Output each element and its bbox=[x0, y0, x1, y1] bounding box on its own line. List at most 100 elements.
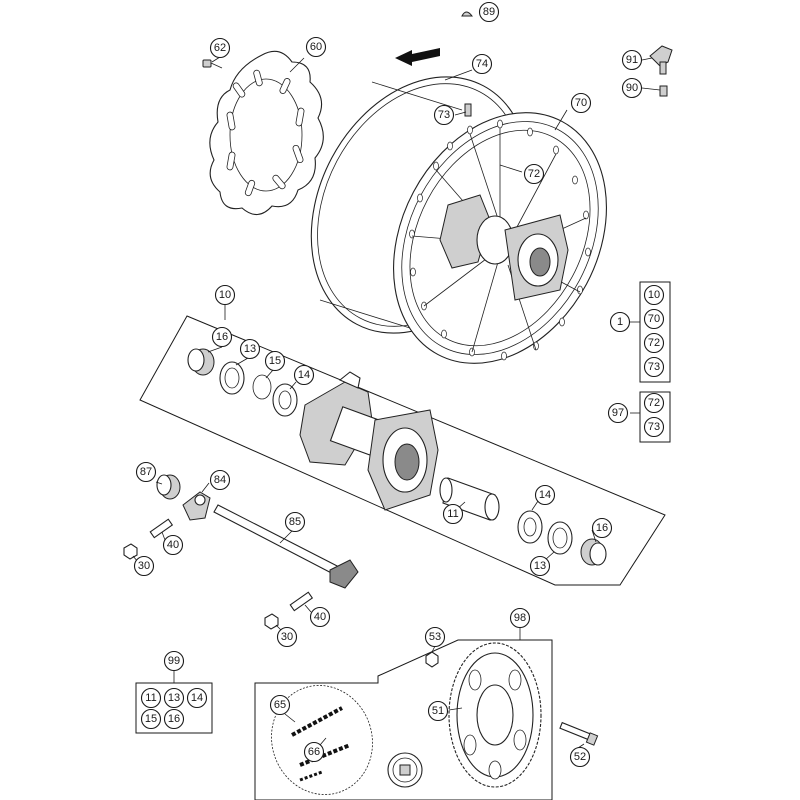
callout-98[interactable]: 98 bbox=[509, 607, 531, 629]
svg-text:74: 74 bbox=[476, 58, 488, 70]
svg-text:13: 13 bbox=[534, 560, 546, 572]
brake-disc bbox=[209, 50, 324, 216]
callout-14-left[interactable]: 14 bbox=[293, 364, 315, 386]
svg-text:15: 15 bbox=[269, 355, 281, 367]
spacer-sleeve-11 bbox=[439, 477, 500, 521]
svg-text:13: 13 bbox=[244, 343, 256, 355]
callout-65[interactable]: 65 bbox=[269, 694, 291, 716]
left-seal-13 bbox=[219, 361, 245, 395]
callout-kit-99-11[interactable]: 11 bbox=[140, 687, 162, 709]
svg-text:73: 73 bbox=[438, 109, 450, 121]
svg-text:13: 13 bbox=[168, 692, 180, 704]
callout-90[interactable]: 90 bbox=[621, 77, 643, 99]
left-bearing-14 bbox=[272, 383, 298, 417]
svg-text:87: 87 bbox=[140, 466, 152, 478]
svg-text:89: 89 bbox=[483, 6, 495, 18]
svg-text:97: 97 bbox=[612, 407, 624, 419]
callout-13-left[interactable]: 13 bbox=[239, 338, 261, 360]
svg-text:73: 73 bbox=[648, 421, 660, 433]
rear-axle-85 bbox=[213, 504, 359, 589]
drive-chain-65 bbox=[271, 685, 373, 795]
rotation-arrow bbox=[395, 48, 440, 66]
callout-kit-99-15[interactable]: 15 bbox=[140, 708, 162, 730]
nut-right-30 bbox=[264, 613, 279, 630]
callout-91[interactable]: 91 bbox=[621, 49, 643, 71]
svg-text:11: 11 bbox=[447, 508, 458, 520]
callout-kit-1-70[interactable]: 70 bbox=[643, 308, 665, 330]
svg-text:40: 40 bbox=[167, 539, 179, 551]
svg-text:15: 15 bbox=[145, 713, 157, 725]
svg-text:73: 73 bbox=[648, 361, 660, 373]
callout-53[interactable]: 53 bbox=[424, 626, 446, 648]
callout-15[interactable]: 15 bbox=[264, 350, 286, 372]
callout-30-right[interactable]: 30 bbox=[276, 626, 298, 648]
svg-text:1: 1 bbox=[617, 316, 623, 328]
callout-kit-1[interactable]: 1 bbox=[609, 311, 631, 333]
callout-60[interactable]: 60 bbox=[305, 36, 327, 58]
sprinkle-chain-group-box bbox=[254, 639, 553, 800]
callout-62[interactable]: 62 bbox=[209, 37, 231, 59]
svg-text:72: 72 bbox=[648, 397, 660, 409]
callout-10[interactable]: 10 bbox=[214, 284, 236, 306]
axle-spacer-87 bbox=[156, 474, 181, 500]
svg-text:40: 40 bbox=[314, 611, 326, 623]
callout-72[interactable]: 72 bbox=[523, 163, 545, 185]
svg-text:51: 51 bbox=[432, 705, 444, 717]
callout-kit-99-14[interactable]: 14 bbox=[186, 687, 208, 709]
callout-40-right[interactable]: 40 bbox=[309, 606, 331, 628]
svg-text:52: 52 bbox=[574, 751, 586, 763]
sprocket-nut-53 bbox=[425, 651, 439, 668]
callout-16-right[interactable]: 16 bbox=[591, 517, 613, 539]
svg-text:16: 16 bbox=[596, 522, 608, 534]
callout-kit-1-10[interactable]: 10 bbox=[643, 284, 665, 306]
right-spacer-16 bbox=[580, 538, 607, 566]
callout-11[interactable]: 11 bbox=[442, 503, 464, 525]
callout-kit-97-73[interactable]: 73 bbox=[643, 416, 665, 438]
svg-text:85: 85 bbox=[289, 516, 301, 528]
callout-85[interactable]: 85 bbox=[284, 511, 306, 533]
kit-97-box bbox=[639, 391, 671, 443]
callout-40-left[interactable]: 40 bbox=[162, 534, 184, 556]
callout-84[interactable]: 84 bbox=[209, 469, 231, 491]
callout-kit-97-72[interactable]: 72 bbox=[643, 392, 665, 414]
callout-13-right[interactable]: 13 bbox=[529, 555, 551, 577]
callout-kit-99-16[interactable]: 16 bbox=[163, 708, 185, 730]
callout-14-right[interactable]: 14 bbox=[534, 484, 556, 506]
callout-73[interactable]: 73 bbox=[433, 104, 455, 126]
callout-16-left[interactable]: 16 bbox=[211, 326, 233, 348]
adjuster-bolt-right-40 bbox=[289, 591, 314, 612]
front-sprocket bbox=[387, 752, 423, 788]
callout-52[interactable]: 52 bbox=[569, 746, 591, 768]
callout-kit-99[interactable]: 99 bbox=[163, 650, 185, 672]
rear-sprocket-51 bbox=[448, 642, 542, 788]
svg-text:16: 16 bbox=[216, 331, 228, 343]
callout-kit-99-13[interactable]: 13 bbox=[163, 687, 185, 709]
callout-kit-97[interactable]: 97 bbox=[607, 402, 629, 424]
rear-wheel-rim bbox=[310, 76, 607, 364]
callout-89[interactable]: 89 bbox=[478, 1, 500, 23]
svg-text:72: 72 bbox=[528, 168, 540, 180]
callout-66[interactable]: 66 bbox=[303, 741, 325, 763]
svg-text:70: 70 bbox=[648, 313, 660, 325]
callout-74[interactable]: 74 bbox=[471, 53, 493, 75]
right-seal-13 bbox=[547, 521, 573, 555]
svg-text:70: 70 bbox=[575, 97, 587, 109]
svg-text:65: 65 bbox=[274, 699, 286, 711]
svg-text:16: 16 bbox=[168, 713, 180, 725]
callout-51[interactable]: 51 bbox=[427, 700, 449, 722]
valve-cap bbox=[461, 11, 474, 17]
kit-1-box bbox=[639, 281, 671, 383]
svg-text:14: 14 bbox=[191, 692, 203, 704]
callout-30-left[interactable]: 30 bbox=[133, 555, 155, 577]
svg-text:30: 30 bbox=[138, 560, 150, 572]
chain-adjuster-84 bbox=[182, 491, 211, 521]
callout-kit-1-72[interactable]: 72 bbox=[643, 332, 665, 354]
callout-87[interactable]: 87 bbox=[135, 461, 157, 483]
callout-70[interactable]: 70 bbox=[570, 92, 592, 114]
svg-text:10: 10 bbox=[648, 289, 660, 301]
svg-text:30: 30 bbox=[281, 631, 293, 643]
svg-text:90: 90 bbox=[626, 82, 638, 94]
callout-kit-1-73[interactable]: 73 bbox=[643, 356, 665, 378]
svg-text:91: 91 bbox=[626, 54, 638, 66]
